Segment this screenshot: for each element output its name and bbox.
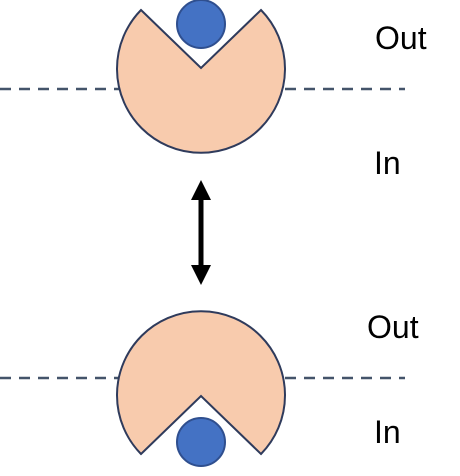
pacman-shape-top [116,8,286,154]
label-out-bottom: Out [367,309,419,345]
ball-top [176,0,226,49]
label-out-top: Out [375,20,427,56]
pacman-shape-bottom [116,310,286,456]
label-in-bottom: In [374,414,401,450]
ball-bottom [176,417,226,467]
label-in-top: In [374,145,401,181]
